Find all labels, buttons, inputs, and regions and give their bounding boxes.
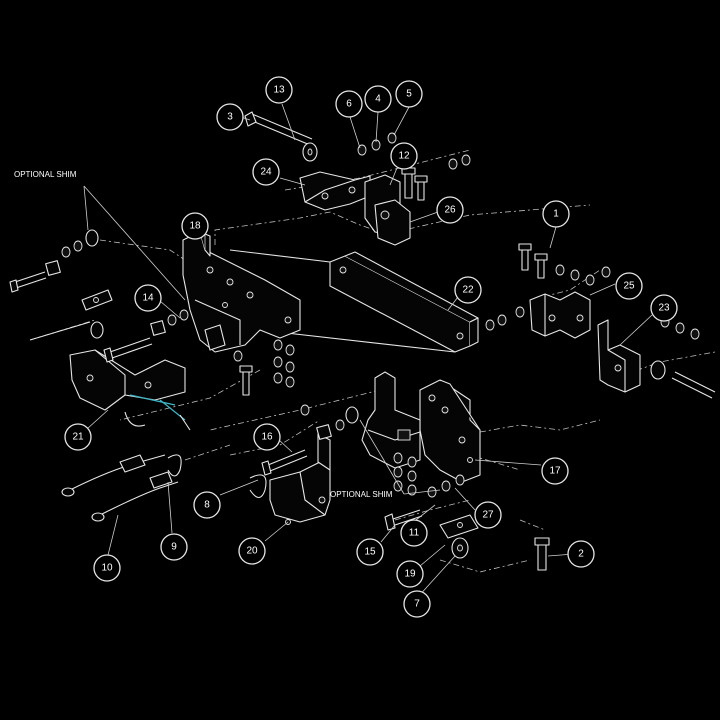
crossbar-22: [229, 249, 479, 353]
callout-15: 15: [356, 538, 384, 566]
bracket-20: [269, 433, 331, 525]
callout-16: 16: [253, 423, 281, 451]
svg-text:12: 12: [398, 151, 410, 162]
callout-3: 3: [216, 103, 244, 131]
svg-text:3: 3: [227, 112, 233, 123]
bolt-12: [401, 167, 428, 201]
callout-1: 1: [542, 200, 570, 228]
svg-text:20: 20: [246, 546, 258, 557]
side-bracket-18: [182, 231, 301, 353]
hardware-left: [9, 229, 113, 341]
safety-cables: [61, 394, 267, 522]
bolt-1: [518, 243, 611, 286]
callout-21: 21: [64, 423, 92, 451]
svg-text:1: 1: [553, 209, 559, 220]
callout-22: 22: [454, 276, 482, 304]
side-bracket-17: [419, 379, 481, 483]
svg-text:26: 26: [444, 205, 456, 216]
bracket-25: [529, 291, 591, 339]
callout-18: 18: [181, 212, 209, 240]
svg-text:14: 14: [142, 293, 154, 304]
callout-10: 10: [93, 554, 121, 582]
svg-text:18: 18: [189, 221, 201, 232]
svg-text:11: 11: [409, 528, 420, 539]
svg-text:8: 8: [204, 500, 210, 511]
bolt-14: [103, 309, 189, 363]
bolt-16: [261, 449, 308, 476]
callout-4: 4: [364, 85, 392, 113]
bracket-21: [69, 349, 186, 411]
leader-lines: [83, 103, 653, 599]
callout-13: 13: [265, 76, 293, 104]
callout-17: 17: [541, 457, 569, 485]
svg-text:13: 13: [273, 85, 285, 96]
callout-9: 9: [160, 533, 188, 561]
callout-6: 6: [335, 90, 363, 118]
washer-13: [302, 142, 318, 162]
svg-text:5: 5: [406, 89, 412, 100]
callout-12: 12: [390, 142, 418, 170]
callout-19: 19: [396, 560, 424, 588]
bracket-23: [597, 319, 641, 393]
hardware-right-23: [485, 306, 716, 399]
svg-text:9: 9: [171, 542, 177, 553]
svg-text:23: 23: [658, 303, 670, 314]
svg-text:10: 10: [101, 563, 113, 574]
optional-shim-note-lower: OPTIONAL SHIM: [330, 490, 393, 499]
hardware-center-left: [233, 339, 295, 396]
bolt-2: [534, 537, 550, 571]
callout-20: 20: [238, 537, 266, 565]
callout-14: 14: [134, 284, 162, 312]
svg-text:17: 17: [549, 466, 561, 477]
callout-23: 23: [650, 294, 678, 322]
callout-25: 25: [615, 272, 643, 300]
svg-text:7: 7: [414, 599, 420, 610]
bolt-3: [244, 111, 313, 146]
svg-text:6: 6: [346, 99, 352, 110]
bracket-26: [364, 174, 411, 246]
svg-text:22: 22: [462, 285, 474, 296]
svg-text:19: 19: [404, 569, 416, 580]
svg-text:15: 15: [364, 547, 376, 558]
callout-7: 7: [403, 590, 431, 618]
callout-11: 11: [400, 519, 428, 547]
svg-text:21: 21: [72, 432, 84, 443]
svg-text:25: 25: [623, 281, 635, 292]
bolt-15-washers-7-11-19-27: [384, 474, 479, 559]
svg-text:16: 16: [261, 432, 273, 443]
callout-5: 5: [395, 80, 423, 108]
callout-24: 24: [252, 158, 280, 186]
callout-27: 27: [474, 501, 502, 529]
optional-shim-note-upper: OPTIONAL SHIM: [14, 170, 77, 179]
callout-8: 8: [193, 491, 221, 519]
svg-text:2: 2: [578, 549, 584, 560]
svg-text:24: 24: [260, 167, 272, 178]
svg-text:4: 4: [375, 94, 381, 105]
svg-text:27: 27: [482, 510, 494, 521]
callout-2: 2: [567, 540, 595, 568]
center-receiver: [361, 371, 421, 469]
callout-26: 26: [436, 196, 464, 224]
